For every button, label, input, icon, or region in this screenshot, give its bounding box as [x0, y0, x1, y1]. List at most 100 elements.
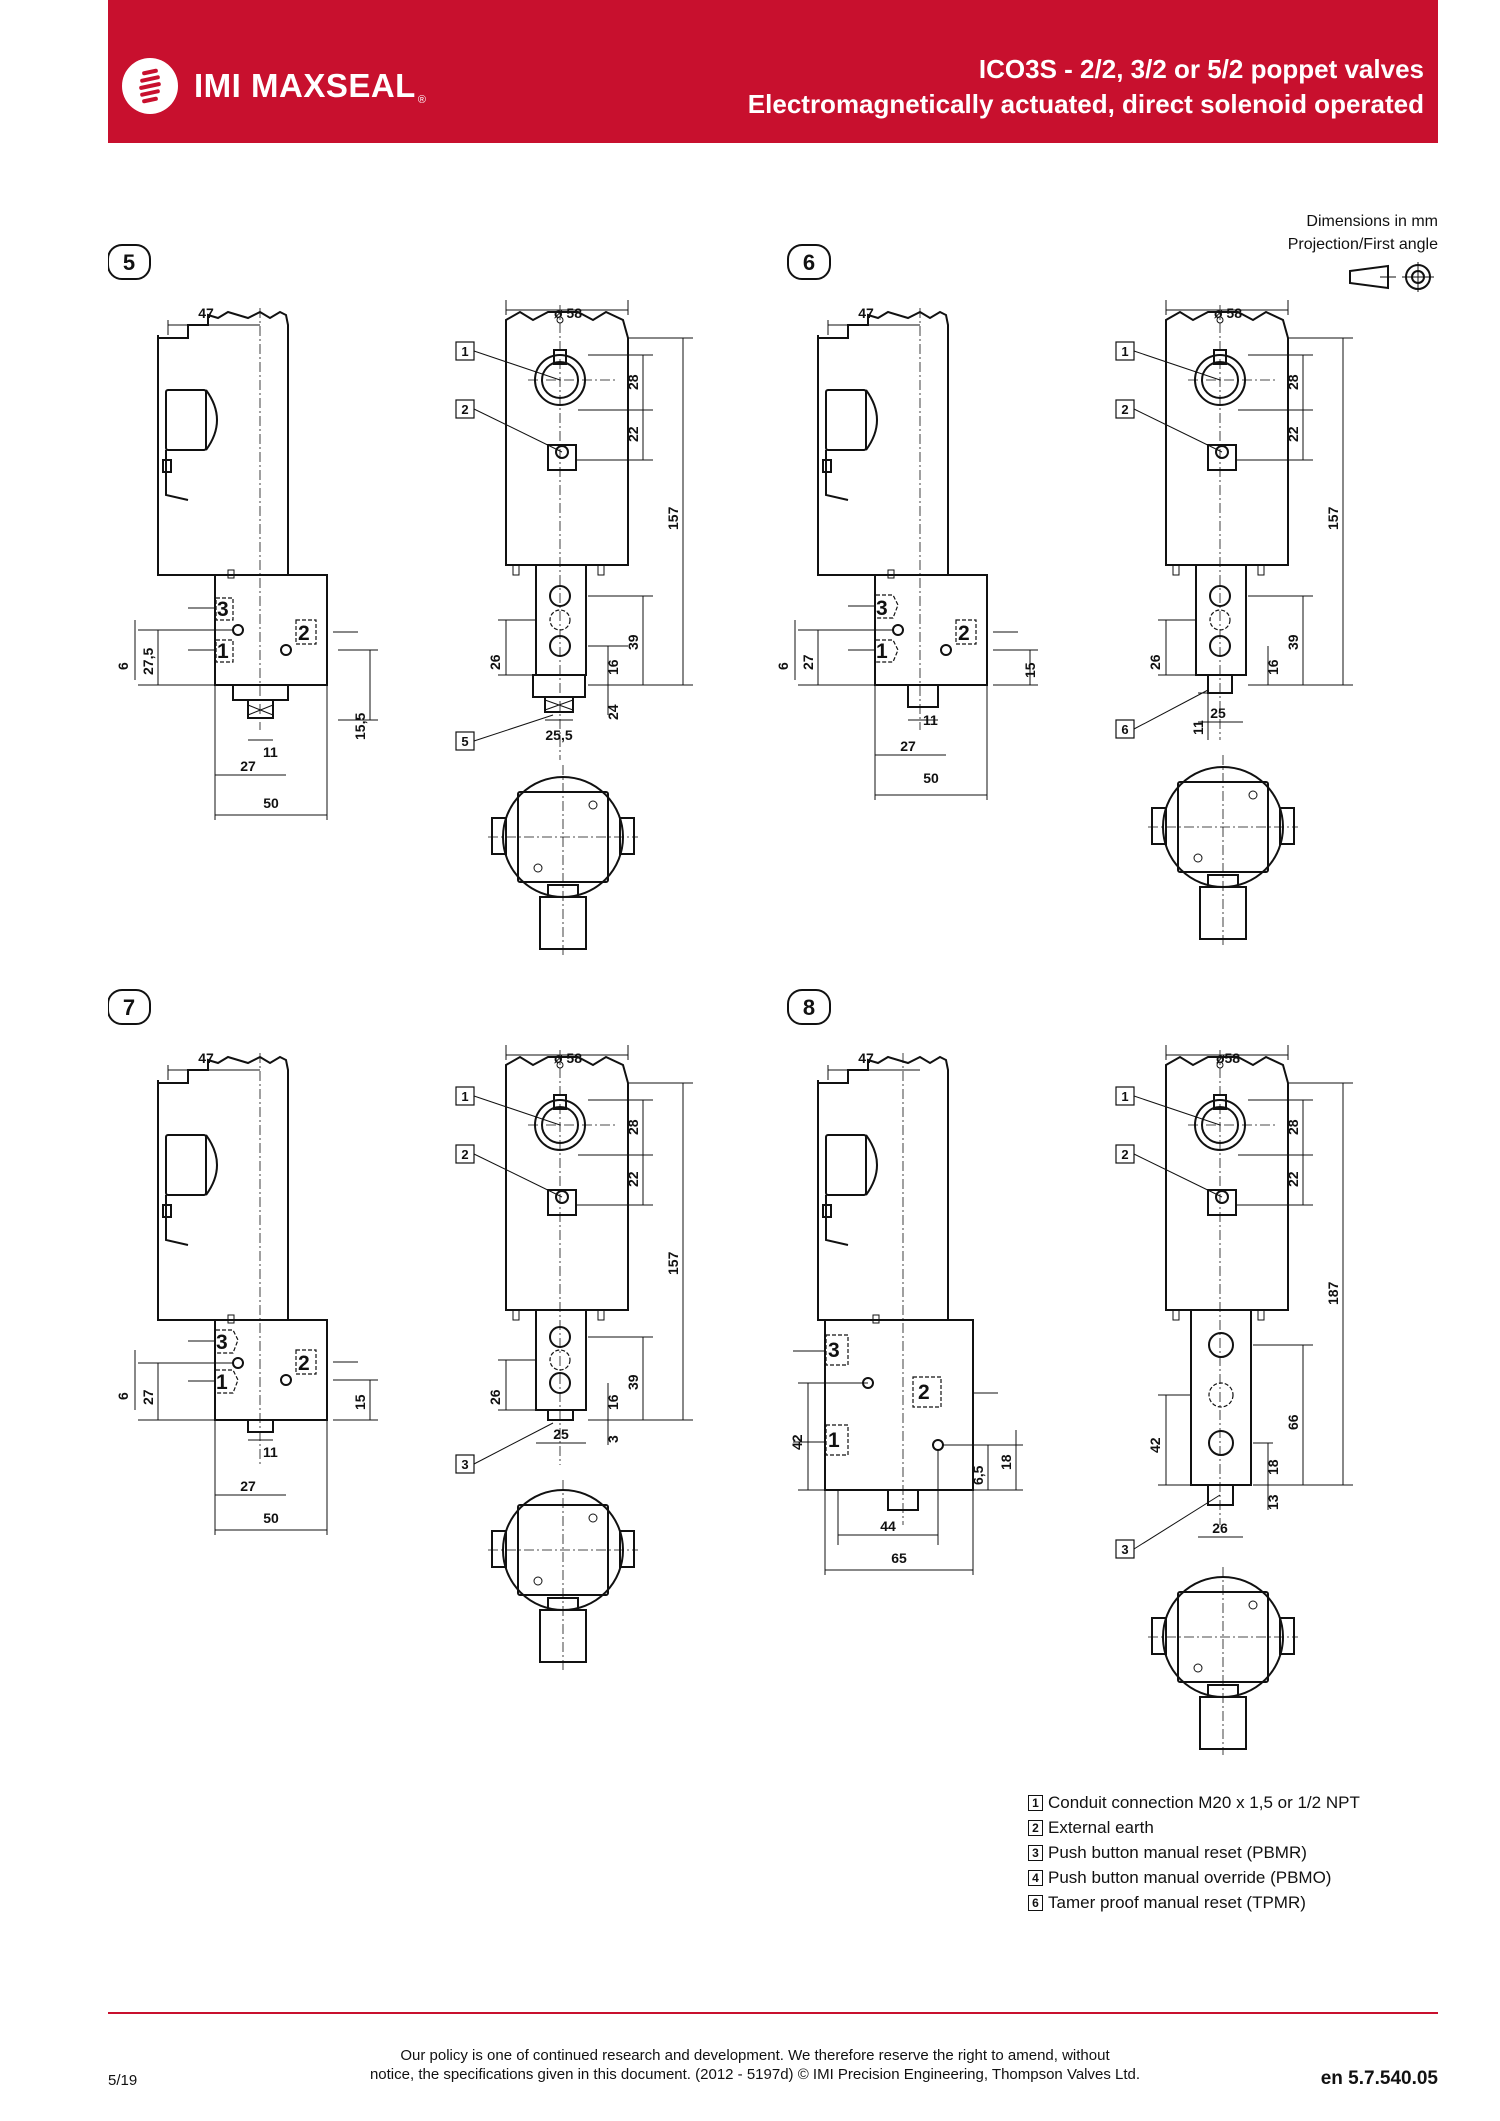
figure-6-badge: 6	[787, 244, 831, 280]
svg-text:3: 3	[216, 1331, 228, 1354]
svg-text:3: 3	[217, 598, 229, 621]
svg-text:1: 1	[217, 640, 229, 663]
header-banner: IMI MAXSEAL ® ICO3S - 2/2, 3/2 or 5/2 po…	[108, 0, 1438, 143]
svg-text:2: 2	[958, 622, 970, 645]
brand: IMI MAXSEAL ®	[122, 58, 426, 114]
svg-text:27: 27	[800, 654, 816, 670]
figure-5-front-view: ø 58 28 22 157 39 16 24 26 25,5	[455, 300, 693, 955]
svg-text:26: 26	[1147, 654, 1163, 670]
units-note: Dimensions in mm Projection/First angle	[1288, 210, 1438, 256]
page-number: 5/19	[108, 2072, 138, 2089]
brand-name: IMI MAXSEAL	[194, 67, 416, 104]
svg-text:39: 39	[625, 1374, 641, 1390]
svg-text:6: 6	[1121, 722, 1128, 737]
legend-text: Tamer proof manual reset (TPMR)	[1048, 1893, 1306, 1912]
svg-text:16: 16	[1265, 659, 1281, 675]
svg-text:6,5: 6,5	[970, 1465, 986, 1485]
svg-text:3: 3	[828, 1339, 840, 1362]
svg-text:1: 1	[828, 1429, 840, 1452]
drawing-sheet: .ln { stroke:#111; stroke-width:2; fill:…	[108, 244, 1353, 1755]
legend-item: 1 Conduit connection M20 x 1,5 or 1/2 NP…	[1028, 1790, 1360, 1815]
footer-divider	[108, 2012, 1438, 2014]
svg-text:2: 2	[298, 1352, 310, 1375]
svg-text:22: 22	[625, 1171, 641, 1187]
svg-text:1: 1	[1121, 344, 1128, 359]
svg-text:7: 7	[123, 995, 135, 1020]
svg-text:44: 44	[880, 1518, 896, 1534]
figure-6-side-view: 3 1 2 47 6 27 11 27 50	[775, 305, 1038, 800]
figure-7: 7 3 1 2 47 6	[108, 989, 693, 1670]
figure-6: 6 3 1 2 47 6	[775, 244, 1353, 945]
legend-text: Conduit connection M20 x 1,5 or 1/2 NPT	[1048, 1793, 1360, 1812]
svg-text:25: 25	[553, 1426, 569, 1442]
svg-text:3: 3	[1121, 1542, 1128, 1557]
brand-registered-mark: ®	[417, 94, 426, 106]
svg-text:27,5: 27,5	[140, 648, 156, 675]
svg-text:16: 16	[605, 1394, 621, 1410]
page-title: ICO3S - 2/2, 3/2 or 5/2 poppet valves El…	[748, 52, 1424, 122]
svg-text:3: 3	[461, 1457, 468, 1472]
svg-text:8: 8	[803, 995, 815, 1020]
svg-text:6: 6	[803, 250, 815, 275]
policy-line-1: Our policy is one of continued research …	[400, 2047, 1110, 2064]
figure-8-front-view: ø58 28 22 187 66 18 13 42 26	[1115, 1045, 1353, 1755]
svg-text:2: 2	[1121, 402, 1128, 417]
svg-text:39: 39	[625, 634, 641, 650]
svg-text:1: 1	[876, 640, 888, 663]
policy-line-2: notice, the specifications given in this…	[369, 2066, 1141, 2083]
svg-text:18: 18	[998, 1454, 1014, 1470]
svg-text:15: 15	[1022, 662, 1038, 678]
legend-item: 6 Tamer proof manual reset (TPMR)	[1028, 1890, 1360, 1915]
figure-8-side-view: 3 1 2 47 42 44 65	[789, 1050, 1023, 1575]
svg-text:2: 2	[461, 1147, 468, 1162]
svg-text:25: 25	[1210, 705, 1226, 721]
svg-text:26: 26	[487, 1389, 503, 1405]
svg-text:11: 11	[1190, 720, 1206, 735]
svg-text:ø 58: ø 58	[1214, 305, 1242, 321]
svg-text:6: 6	[775, 662, 791, 670]
svg-text:47: 47	[198, 1050, 214, 1066]
svg-text:27: 27	[240, 1478, 256, 1494]
svg-text:42: 42	[1147, 1437, 1163, 1453]
svg-text:6: 6	[115, 662, 131, 670]
figure-8-badge: 8	[787, 989, 831, 1025]
svg-text:50: 50	[263, 795, 279, 811]
svg-text:27: 27	[140, 1389, 156, 1405]
imi-logo-icon	[122, 58, 178, 114]
svg-text:22: 22	[1285, 1171, 1301, 1187]
svg-text:5: 5	[461, 734, 468, 749]
legend-item: 4 Push button manual override (PBMO)	[1028, 1865, 1360, 1890]
svg-text:13: 13	[1265, 1494, 1281, 1510]
svg-text:28: 28	[625, 374, 641, 390]
svg-text:26: 26	[487, 654, 503, 670]
svg-text:47: 47	[858, 1050, 874, 1066]
svg-text:27: 27	[900, 738, 916, 754]
svg-text:3: 3	[605, 1435, 621, 1443]
svg-text:16: 16	[605, 659, 621, 675]
figure-7-side-view: 3 1 2 47 6 27 11 27 50	[115, 1050, 378, 1535]
svg-text:2: 2	[461, 402, 468, 417]
svg-text:15,5: 15,5	[352, 713, 368, 740]
svg-text:ø58: ø58	[1216, 1050, 1240, 1066]
legend-number: 1	[1028, 1794, 1043, 1811]
svg-text:26: 26	[1212, 1520, 1228, 1536]
svg-text:28: 28	[1285, 1119, 1301, 1135]
legend-number: 6	[1028, 1894, 1043, 1911]
svg-text:3: 3	[876, 597, 888, 620]
svg-text:28: 28	[625, 1119, 641, 1135]
svg-text:187: 187	[1325, 1281, 1341, 1305]
legend-item: 3 Push button manual reset (PBMR)	[1028, 1840, 1360, 1865]
units-dimensions: Dimensions in mm	[1306, 213, 1438, 230]
svg-text:66: 66	[1285, 1414, 1301, 1430]
svg-text:1: 1	[461, 1089, 468, 1104]
svg-text:5: 5	[123, 250, 135, 275]
svg-text:50: 50	[263, 1510, 279, 1526]
callout-legend: 1 Conduit connection M20 x 1,5 or 1/2 NP…	[1028, 1790, 1360, 1915]
svg-text:65: 65	[891, 1550, 907, 1566]
figure-6-front-view: ø 58 28 22 157 39 16 11 26 25	[1115, 300, 1353, 945]
svg-text:42: 42	[789, 1434, 805, 1450]
legend-text: External earth	[1048, 1818, 1154, 1837]
document-code: en 5.7.540.05	[1320, 2068, 1438, 2089]
policy-note: Our policy is one of continued research …	[340, 2046, 1170, 2084]
svg-text:2: 2	[298, 622, 310, 645]
